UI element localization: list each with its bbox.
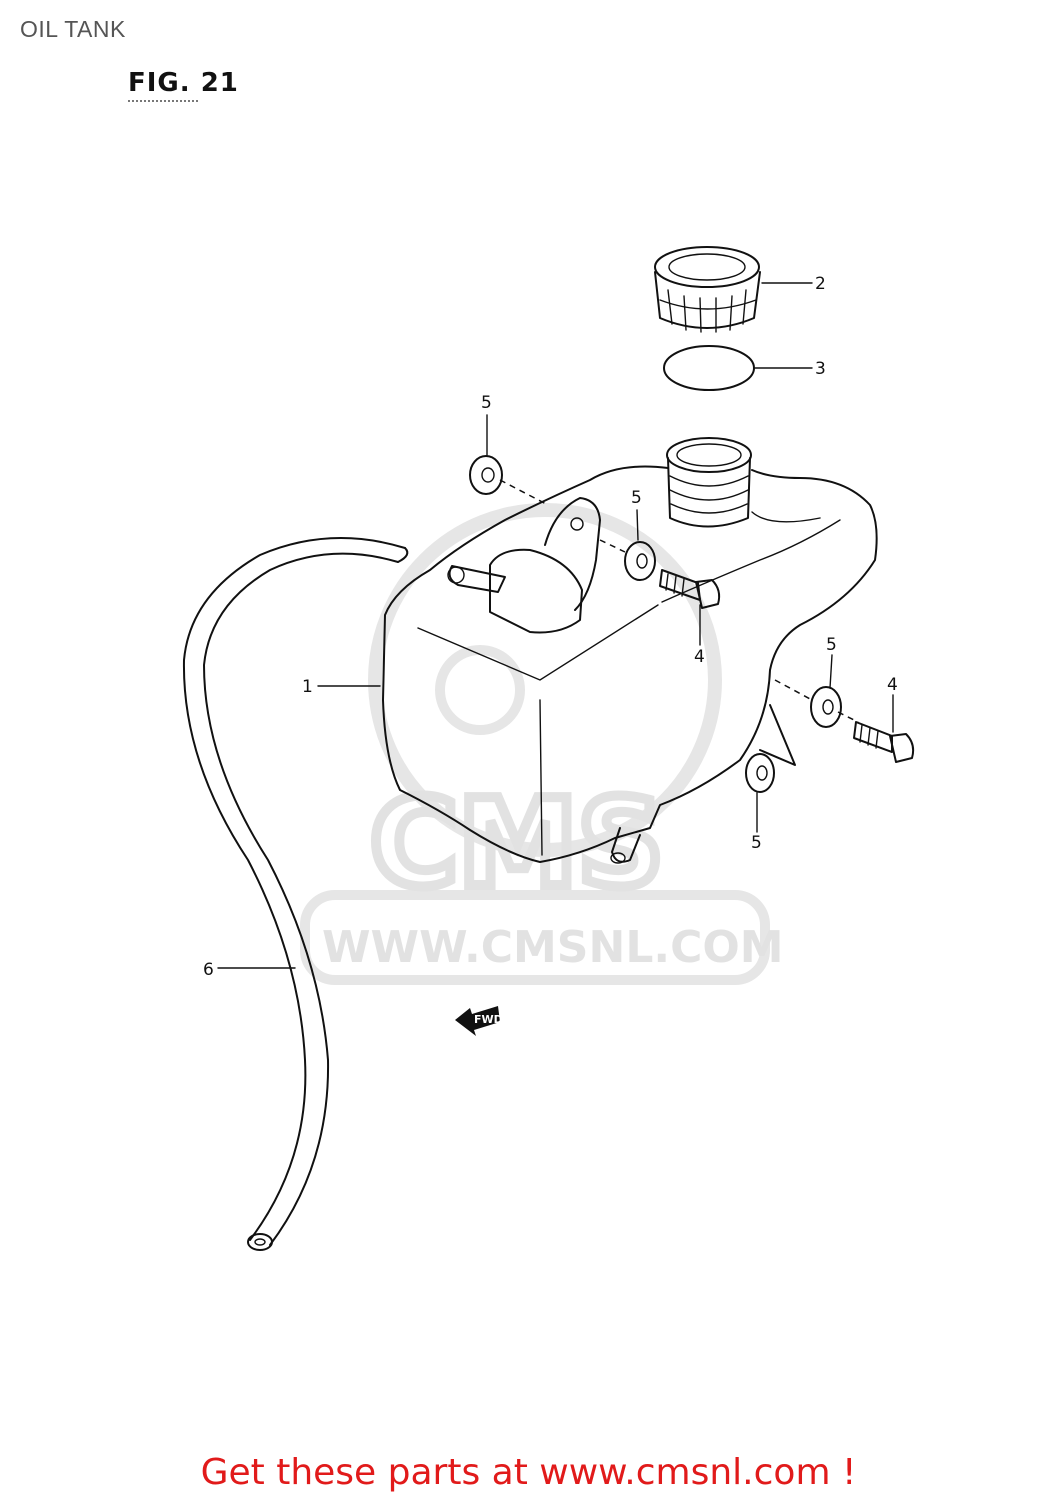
gasket-part bbox=[663, 345, 755, 391]
page-title: OIL TANK bbox=[20, 16, 126, 42]
promo-link[interactable]: Get these parts at www.cmsnl.com ! bbox=[200, 1452, 857, 1493]
figure-label: FIG. 21 bbox=[128, 68, 239, 98]
callout-5-bottom: 5 bbox=[751, 833, 762, 853]
watermark: CMS WWW.CMSNL.COM bbox=[300, 503, 784, 985]
figure-label-underline bbox=[128, 100, 198, 102]
watermark-mascot-outline bbox=[368, 503, 722, 857]
watermark-logo-text: CMS bbox=[370, 775, 664, 914]
callout-3: 3 bbox=[815, 359, 826, 379]
callout-5-top: 5 bbox=[481, 393, 492, 413]
bolts bbox=[659, 569, 915, 763]
fwd-label: FWD bbox=[474, 1013, 503, 1026]
oil-tank-part bbox=[382, 437, 878, 864]
callouts: 2 3 5 5 4 1 5 4 5 6 bbox=[203, 274, 898, 980]
callout-5-bracket: 5 bbox=[631, 488, 642, 508]
watermark-mascot-eye bbox=[435, 645, 525, 735]
callout-5-right: 5 bbox=[826, 635, 837, 655]
callout-6: 6 bbox=[203, 960, 214, 980]
callout-2: 2 bbox=[815, 274, 826, 294]
watermark-url: WWW.CMSNL.COM bbox=[322, 922, 784, 973]
leader-lines bbox=[217, 282, 894, 969]
cap-part bbox=[654, 246, 761, 333]
callout-1: 1 bbox=[302, 677, 313, 697]
callout-4-left: 4 bbox=[694, 647, 705, 667]
fwd-arrow-icon: FWD bbox=[455, 1006, 503, 1036]
washers bbox=[469, 455, 842, 793]
hose-part bbox=[182, 537, 409, 1251]
assembly-guides bbox=[499, 479, 859, 723]
callout-4-right: 4 bbox=[887, 675, 898, 695]
watermark-url-box bbox=[300, 890, 770, 985]
